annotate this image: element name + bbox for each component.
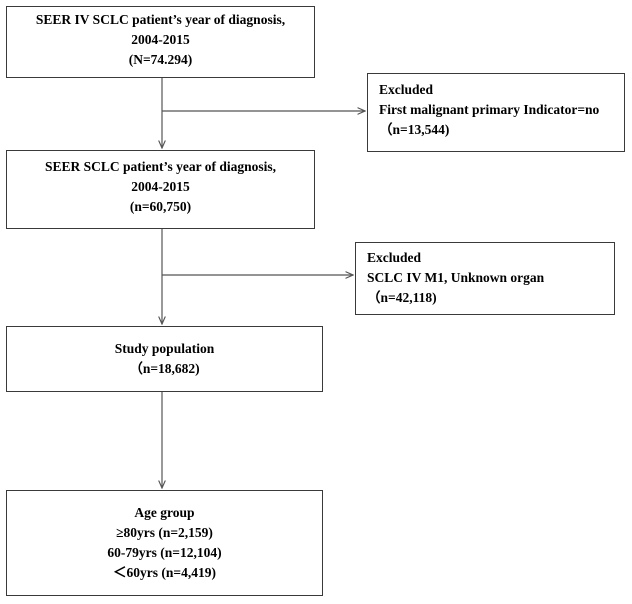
seer-sclc-title: SEER SCLC patient’s year of diagnosis, [44,159,277,174]
excluded-1-reason: First malignant primary Indicator=no [379,102,600,117]
excluded-2-reason: SCLC IV M1, Unknown organ [367,270,545,285]
seer-iv-box: SEER IV SCLC patient’s year of diagnosis… [6,6,315,78]
age-group-60-79: 60-79yrs (n=12,104) [107,545,222,560]
excluded-box-2: Excluded SCLC IV M1, Unknown organ （n=42… [355,242,615,315]
excluded-2-title: Excluded [367,250,422,265]
excluded-box-1: Excluded First malignant primary Indicat… [367,73,625,152]
excluded-1-count: （n=13,544) [379,122,450,137]
seer-sclc-box: SEER SCLC patient’s year of diagnosis, 2… [6,150,315,229]
age-group-under-60: ＜60yrs (n=4,419) [113,565,216,580]
age-group-80-plus: ≥80yrs (n=2,159) [116,525,213,540]
age-group-title: Age group [134,505,195,520]
seer-iv-title: SEER IV SCLC patient’s year of diagnosis… [35,12,286,27]
study-population-title: Study population [114,341,215,356]
age-group-box: Age group ≥80yrs (n=2,159) 60-79yrs (n=1… [6,490,323,596]
study-population-box: Study population （n=18,682) [6,326,323,392]
seer-sclc-years: 2004-2015 [131,179,190,194]
seer-iv-years: 2004-2015 [131,32,190,47]
seer-sclc-count: (n=60,750) [129,199,192,214]
study-population-count: （n=18,682) [129,361,200,376]
excluded-2-count: （n=42,118) [367,290,437,305]
excluded-1-title: Excluded [379,82,434,97]
seer-iv-count: (N=74.294) [128,52,193,67]
